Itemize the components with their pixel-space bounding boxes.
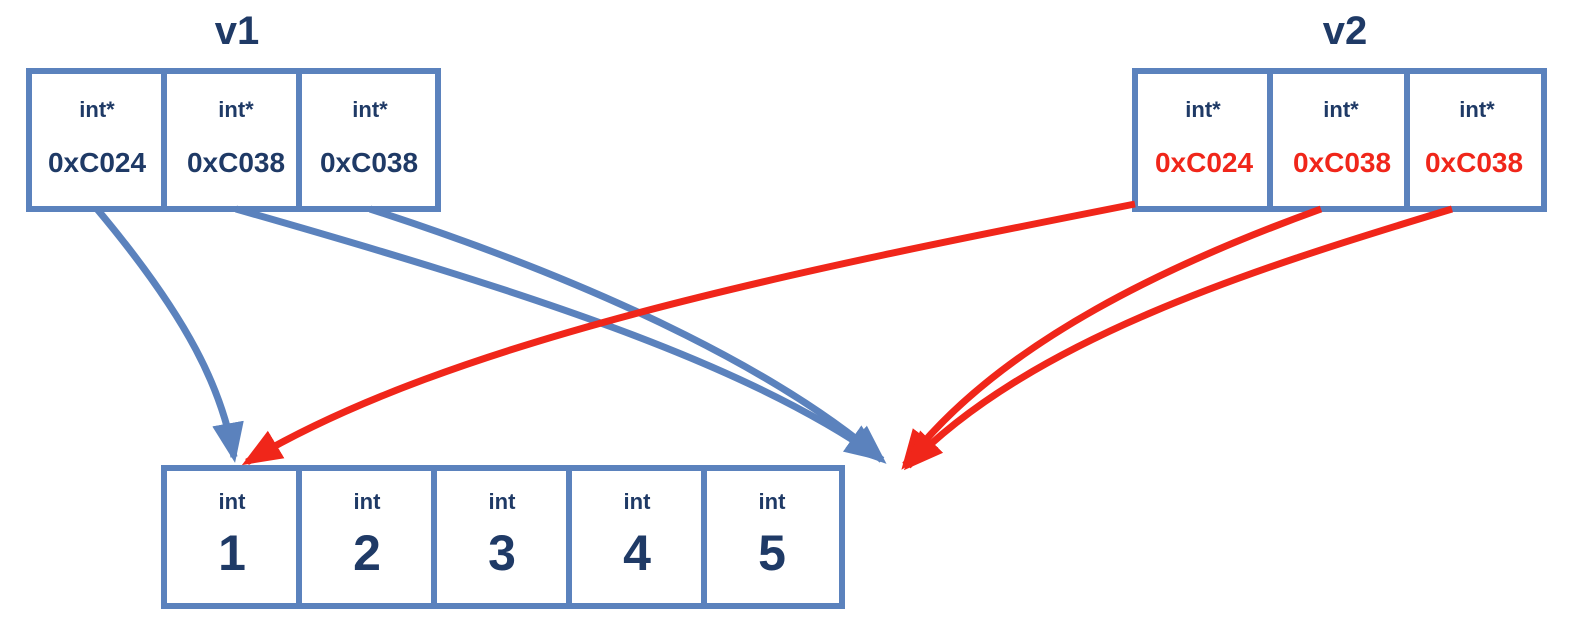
- array-cell-4-type: int: [759, 489, 787, 514]
- v1-cell-0-addr: 0xC024: [48, 147, 147, 178]
- array-cell-3-value: 4: [623, 525, 651, 581]
- v2-vector: v2 int* 0xC024 int* 0xC038 int* 0xC038: [1132, 9, 1547, 212]
- array-cell-2-value: 3: [488, 525, 516, 581]
- v2-cell-1: int* 0xC038: [1267, 68, 1410, 212]
- v1-cell-2-box: [296, 68, 441, 212]
- v2-cell-0-addr: 0xC024: [1155, 147, 1254, 178]
- array-cell-0: int 1: [161, 465, 302, 609]
- v2-cell-2-addr: 0xC038: [1425, 147, 1523, 178]
- v2-cell-2-type: int*: [1459, 97, 1495, 122]
- array-cell-2-box: [431, 465, 572, 609]
- v1-pointer-arrows: [94, 205, 887, 464]
- v1-cell-2: int* 0xC038: [296, 68, 441, 212]
- v1-cell-0-box: [26, 68, 167, 212]
- array-cell-4: int 5: [701, 465, 845, 609]
- v1-arrow-to-end-a: [235, 205, 885, 462]
- v1-cell-2-type: int*: [352, 97, 388, 122]
- v2-cell-2: int* 0xC038: [1404, 68, 1547, 212]
- v1-title: v1: [215, 9, 260, 53]
- v2-cell-1-box: [1267, 68, 1410, 212]
- v2-cell-0-box: [1132, 68, 1273, 212]
- v1-cell-1-box: [161, 68, 302, 212]
- array-cell-3: int 4: [566, 465, 707, 609]
- v1-cell-1-type: int*: [218, 97, 254, 122]
- array-cell-2-type: int: [489, 489, 517, 514]
- v1-arrow-to-element-1: [94, 206, 244, 463]
- v2-arrow-to-end-b: [903, 205, 1454, 471]
- array-cell-2: int 3: [431, 465, 572, 609]
- array-cell-4-box: [701, 465, 845, 609]
- array-cell-3-type: int: [624, 489, 652, 514]
- v1-cell-1-addr: 0xC038: [187, 147, 285, 178]
- array-cell-1-type: int: [354, 489, 382, 514]
- v2-cell-2-box: [1404, 68, 1547, 212]
- v1-cell-1: int* 0xC038: [161, 68, 302, 212]
- v2-arrow-to-end-a: [901, 205, 1323, 470]
- array-cell-0-box: [161, 465, 302, 609]
- int-array: int 1 int 2 int 3 int 4 int 5: [161, 465, 845, 609]
- array-cell-0-type: int: [219, 489, 247, 514]
- v2-cell-1-addr: 0xC038: [1293, 147, 1391, 178]
- v2-pointer-arrows: [241, 200, 1454, 471]
- v2-cell-1-type: int*: [1323, 97, 1359, 122]
- v1-cell-0: int* 0xC024: [26, 68, 167, 212]
- v2-cell-0: int* 0xC024: [1132, 68, 1273, 212]
- v1-vector: v1 int* 0xC024 int* 0xC038 int* 0xC038: [26, 9, 441, 212]
- v2-title: v2: [1323, 9, 1368, 53]
- array-cell-1-value: 2: [353, 525, 381, 581]
- array-cell-0-value: 1: [218, 525, 246, 581]
- v2-arrow-to-element-1: [241, 200, 1136, 466]
- array-cell-4-value: 5: [758, 525, 786, 581]
- v2-cell-0-type: int*: [1185, 97, 1221, 122]
- array-cell-1-box: [296, 465, 437, 609]
- v1-cell-0-type: int*: [79, 97, 115, 122]
- array-cell-1: int 2: [296, 465, 437, 609]
- v1-arrow-to-end-b: [368, 205, 887, 464]
- v1-cell-2-addr: 0xC038: [320, 147, 418, 178]
